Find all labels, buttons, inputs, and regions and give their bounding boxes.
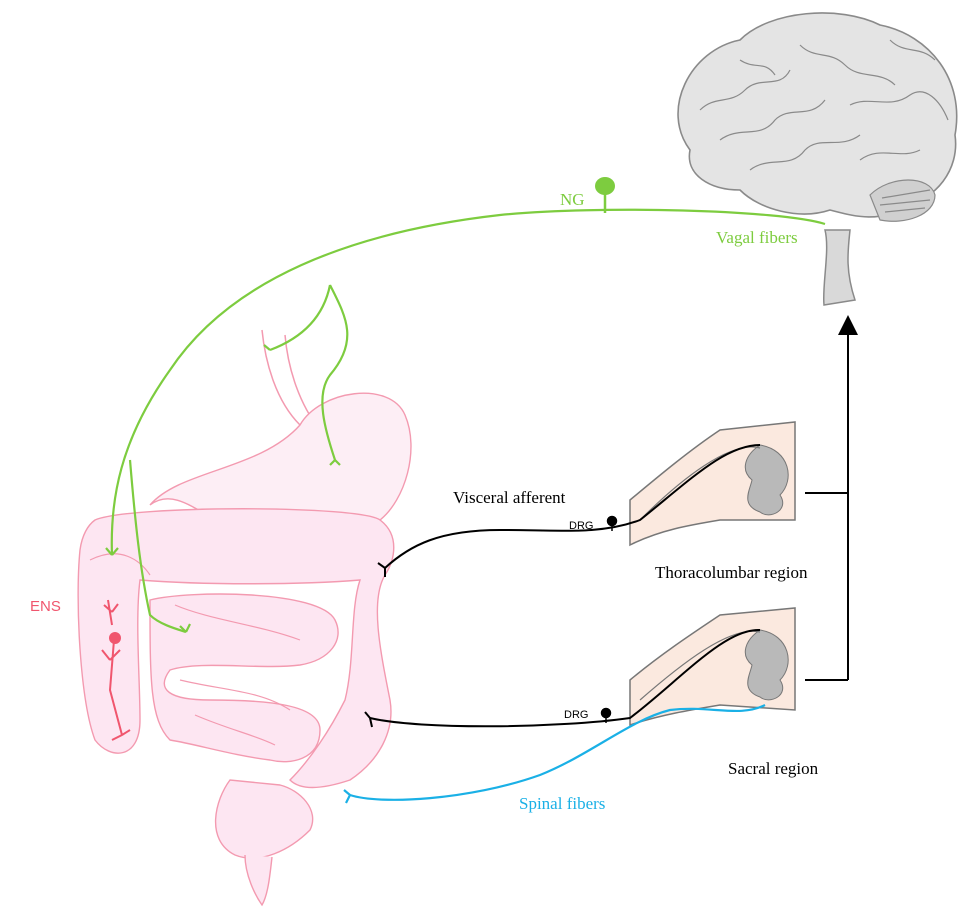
spinal-fibers: [343, 704, 766, 804]
spinal-fibers-label: Spinal fibers: [519, 794, 605, 813]
vagal-fibers-label: Vagal fibers: [716, 228, 798, 247]
ens-label: ENS: [30, 598, 61, 615]
gut-icon: [77, 329, 412, 907]
drg-label-top: DRG: [569, 520, 593, 532]
thoracolumbar-region-label: Thoracolumbar region: [655, 563, 808, 582]
nodose-ganglion-soma-icon: [595, 177, 615, 195]
visceral-afferent-label: Visceral afferent: [453, 488, 566, 507]
spinal-cord-section-icon: [629, 607, 796, 727]
drg-label-bottom: DRG: [564, 709, 588, 721]
drg-neurons: [600, 515, 618, 723]
ng-label: NG: [560, 190, 585, 209]
visceral-afferent-fibers: [364, 444, 761, 728]
ens-neurons: [101, 599, 131, 741]
spinal-cord-section-icon: [629, 421, 796, 547]
ens-neuron-soma-icon: [109, 632, 121, 644]
ascending-pathway: [805, 315, 858, 681]
brain-icon: [677, 12, 958, 306]
vagal-fibers: [105, 208, 826, 634]
sacral-region-label: Sacral region: [728, 759, 819, 778]
